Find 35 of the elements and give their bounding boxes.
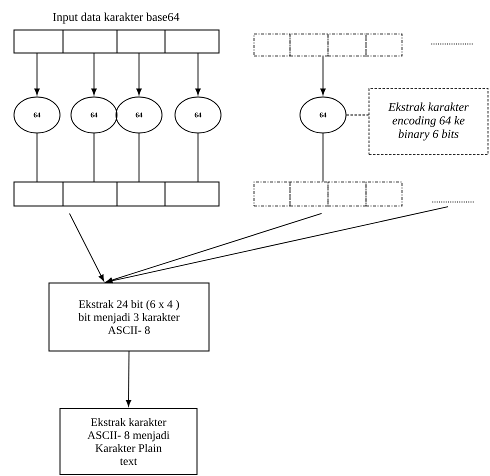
dotted-continuation: ................... xyxy=(432,201,474,203)
arrow xyxy=(69,213,104,282)
array-cell xyxy=(14,182,64,206)
note-box: Ekstrak karakter encoding 64 ke binary 6 bits xyxy=(368,88,488,155)
arrow xyxy=(136,53,142,96)
arrow xyxy=(320,56,326,96)
array-cell xyxy=(14,30,64,54)
heading: Input data karakter base64 xyxy=(52,12,180,24)
dotted-continuation: ................... xyxy=(431,43,473,45)
array-cell xyxy=(116,182,166,206)
array-cell xyxy=(328,182,366,206)
array-cell xyxy=(366,182,402,206)
array-cell xyxy=(116,30,166,54)
array-cell xyxy=(254,182,290,206)
arrow xyxy=(106,206,448,284)
array-cell xyxy=(290,34,328,56)
arrow xyxy=(126,351,132,407)
process-box: Ekstrak karakter ASCII- 8 menjadi Karakter Plain text xyxy=(60,408,198,475)
arrow xyxy=(34,53,40,96)
connector-line xyxy=(138,133,140,182)
arrow xyxy=(91,53,97,96)
array-cell xyxy=(290,182,328,206)
connector-line xyxy=(36,133,38,182)
array-cell xyxy=(62,182,118,206)
array-cell xyxy=(164,30,220,54)
array-cell xyxy=(366,34,402,56)
arrow xyxy=(195,53,201,96)
arrow xyxy=(106,212,322,283)
process-box: Ekstrak 24 bit (6 x 4 ) bit menjadi 3 karakter ASCII- 8 xyxy=(48,282,210,352)
array-cell xyxy=(62,30,118,54)
leader-line xyxy=(346,114,370,116)
connector-line xyxy=(322,133,324,182)
array-cell xyxy=(254,34,290,56)
array-cell xyxy=(328,34,366,56)
array-cell xyxy=(164,182,220,206)
